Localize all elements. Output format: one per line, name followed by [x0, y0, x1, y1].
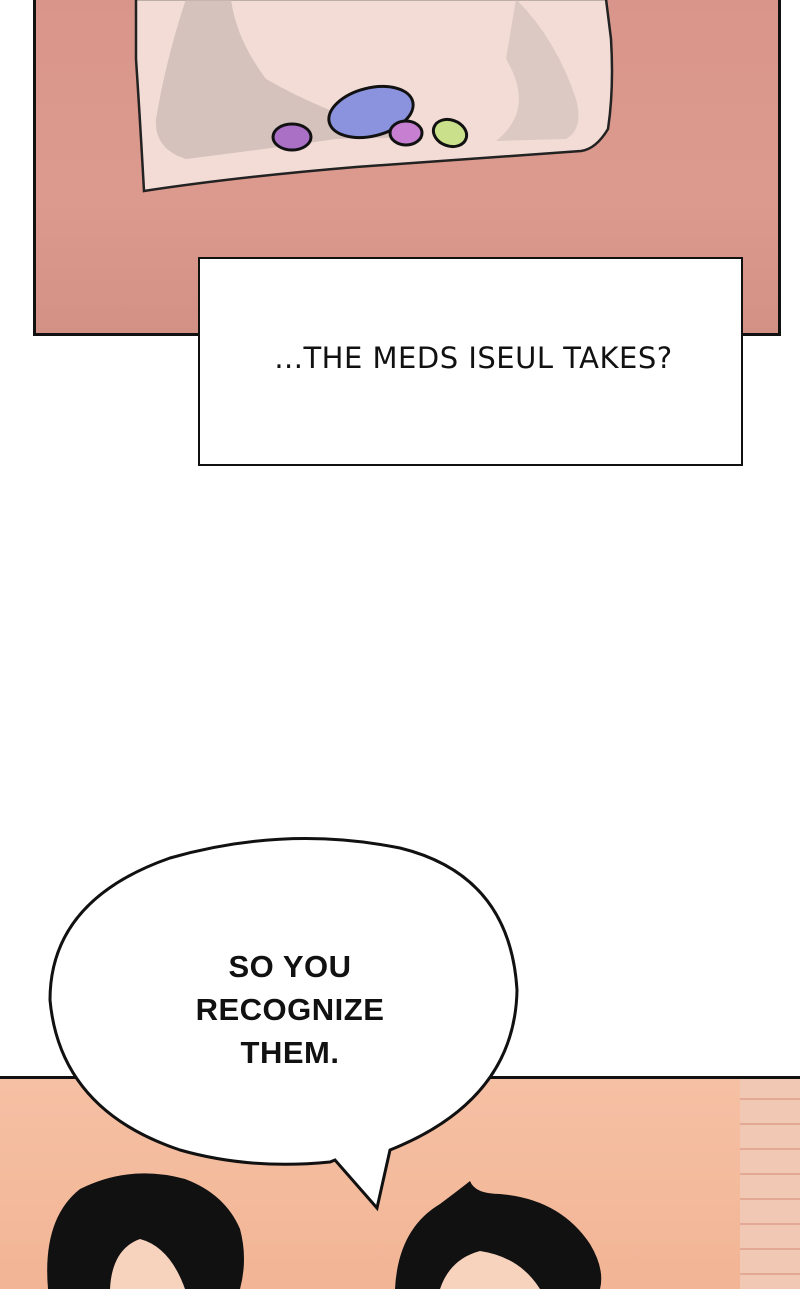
caption-box: ...THE MEDS ISEUL TAKES? — [198, 257, 743, 466]
pill-pink — [388, 119, 424, 147]
speech-bubble-text: SO YOU RECOGNIZE THEM. — [150, 945, 430, 1074]
character-right-hair — [395, 1181, 602, 1289]
speech-bubble-shape — [48, 837, 519, 1212]
window-blinds — [740, 1079, 800, 1289]
caption-text: ...THE MEDS ISEUL TAKES? — [274, 340, 673, 375]
pill-purple-left — [271, 122, 313, 152]
characters-illustration — [47, 1079, 800, 1289]
speech-line-3: THEM. — [240, 1035, 340, 1070]
pill-blue — [327, 84, 415, 140]
speech-line-1: SO YOU — [228, 949, 352, 984]
paper-shadow-right — [496, 0, 579, 141]
character-left-hair — [47, 1173, 244, 1289]
pill-green — [431, 117, 469, 149]
speech-line-2: RECOGNIZE — [195, 992, 385, 1027]
top-panel — [33, 0, 781, 336]
pills-illustration — [134, 0, 614, 193]
